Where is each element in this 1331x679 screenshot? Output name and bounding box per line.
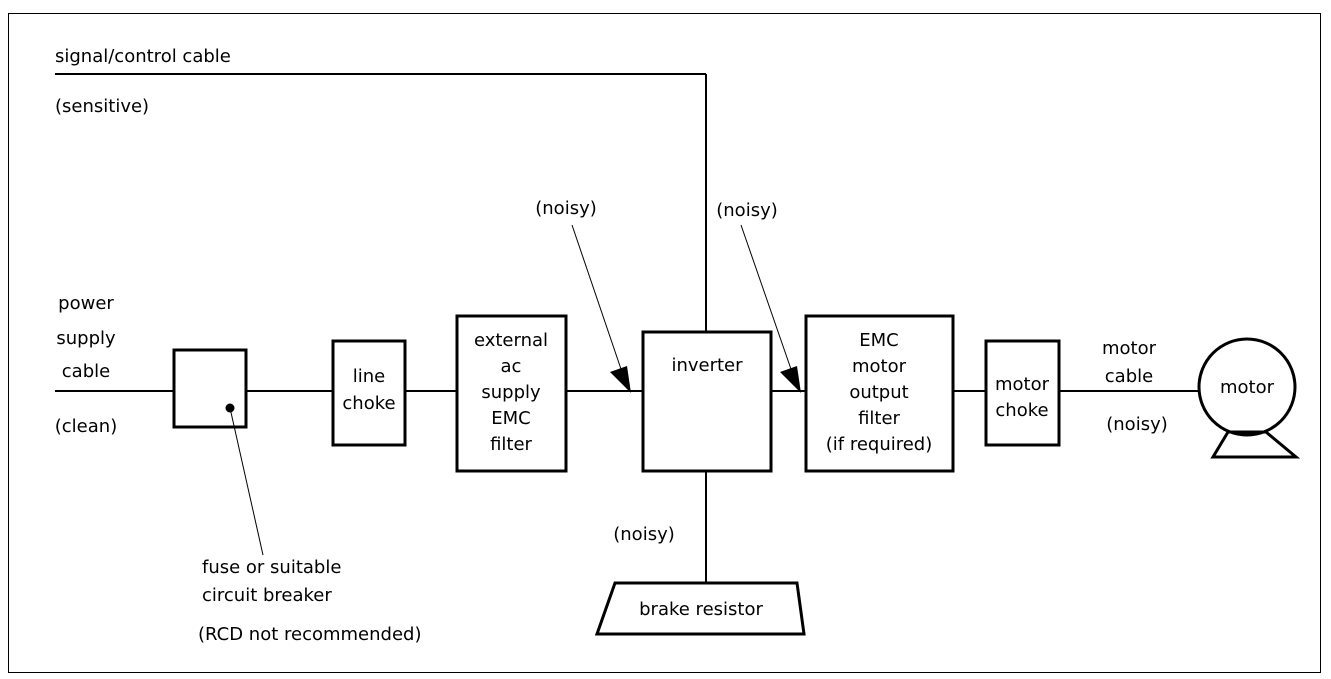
motor-filter-label-line2: motor [851, 356, 907, 377]
power-cable-label-line3: cable [61, 361, 111, 382]
motor-filter-label-line4: filter [858, 408, 900, 429]
line-choke-label-line1: line [352, 366, 386, 387]
ac-filter-label-line1: external [473, 330, 549, 351]
motor-circle [1197, 337, 1297, 437]
signal-cable-label: signal/control cable [55, 46, 231, 67]
noisy-arrowhead-1 [610, 366, 631, 393]
motor-filter-box [804, 314, 955, 473]
brake-resistor-label: brake resistor [639, 599, 763, 620]
noisy-label-inverter-output: (noisy) [716, 200, 778, 221]
power-cable-note: (clean) [54, 416, 118, 437]
line-choke-box [331, 339, 407, 447]
brake-resistor-shape [594, 581, 806, 636]
noisy-label-filter-output: (noisy) [535, 198, 597, 219]
motor-choke-box [984, 339, 1061, 447]
noisy-arrow-leader-1 [571, 224, 623, 373]
fuse-box [172, 348, 248, 429]
signal-cable-note: (sensitive) [55, 96, 150, 117]
fuse-leader-line [229, 407, 264, 556]
motor-cable-note: (noisy) [1106, 414, 1168, 435]
motor-filter-label-line5: (if required) [825, 434, 933, 455]
ac-filter-label-line3: supply [481, 382, 541, 403]
ac-filter-box [455, 314, 568, 473]
noisy-arrowhead-2 [780, 366, 801, 393]
motor-filter-label-line3: output [849, 382, 909, 403]
inverter-box [641, 330, 773, 473]
fuse-note: (RCD not recommended) [198, 624, 422, 645]
motor-cable-label-line1: motor [1101, 338, 1157, 359]
fuse-label-line1: fuse or suitable [202, 557, 342, 578]
motor-choke-label-line2: choke [995, 400, 1049, 421]
brake-resistor-note: (noisy) [613, 524, 675, 545]
line-choke-label-line2: choke [342, 393, 396, 414]
ac-filter-label-line5: filter [490, 434, 532, 455]
noisy-arrow-leader-2 [740, 224, 793, 373]
fuse-contact-dot [225, 403, 235, 413]
motor-cable-label-line2: cable [1104, 366, 1154, 387]
inverter-label: inverter [671, 355, 743, 376]
motor-label: motor [1219, 377, 1275, 398]
fuse-label-line2: circuit breaker [202, 585, 332, 606]
motor-filter-label-line1: EMC [859, 330, 899, 351]
ac-filter-label-line4: EMC [491, 408, 531, 429]
ac-filter-label-line2: ac [500, 356, 522, 377]
diagram-frame [8, 13, 1321, 673]
motor-base [1210, 430, 1301, 459]
motor-choke-label-line1: motor [994, 374, 1050, 395]
power-cable-label-line2: supply [56, 328, 116, 349]
power-cable-label-line1: power [58, 293, 114, 314]
